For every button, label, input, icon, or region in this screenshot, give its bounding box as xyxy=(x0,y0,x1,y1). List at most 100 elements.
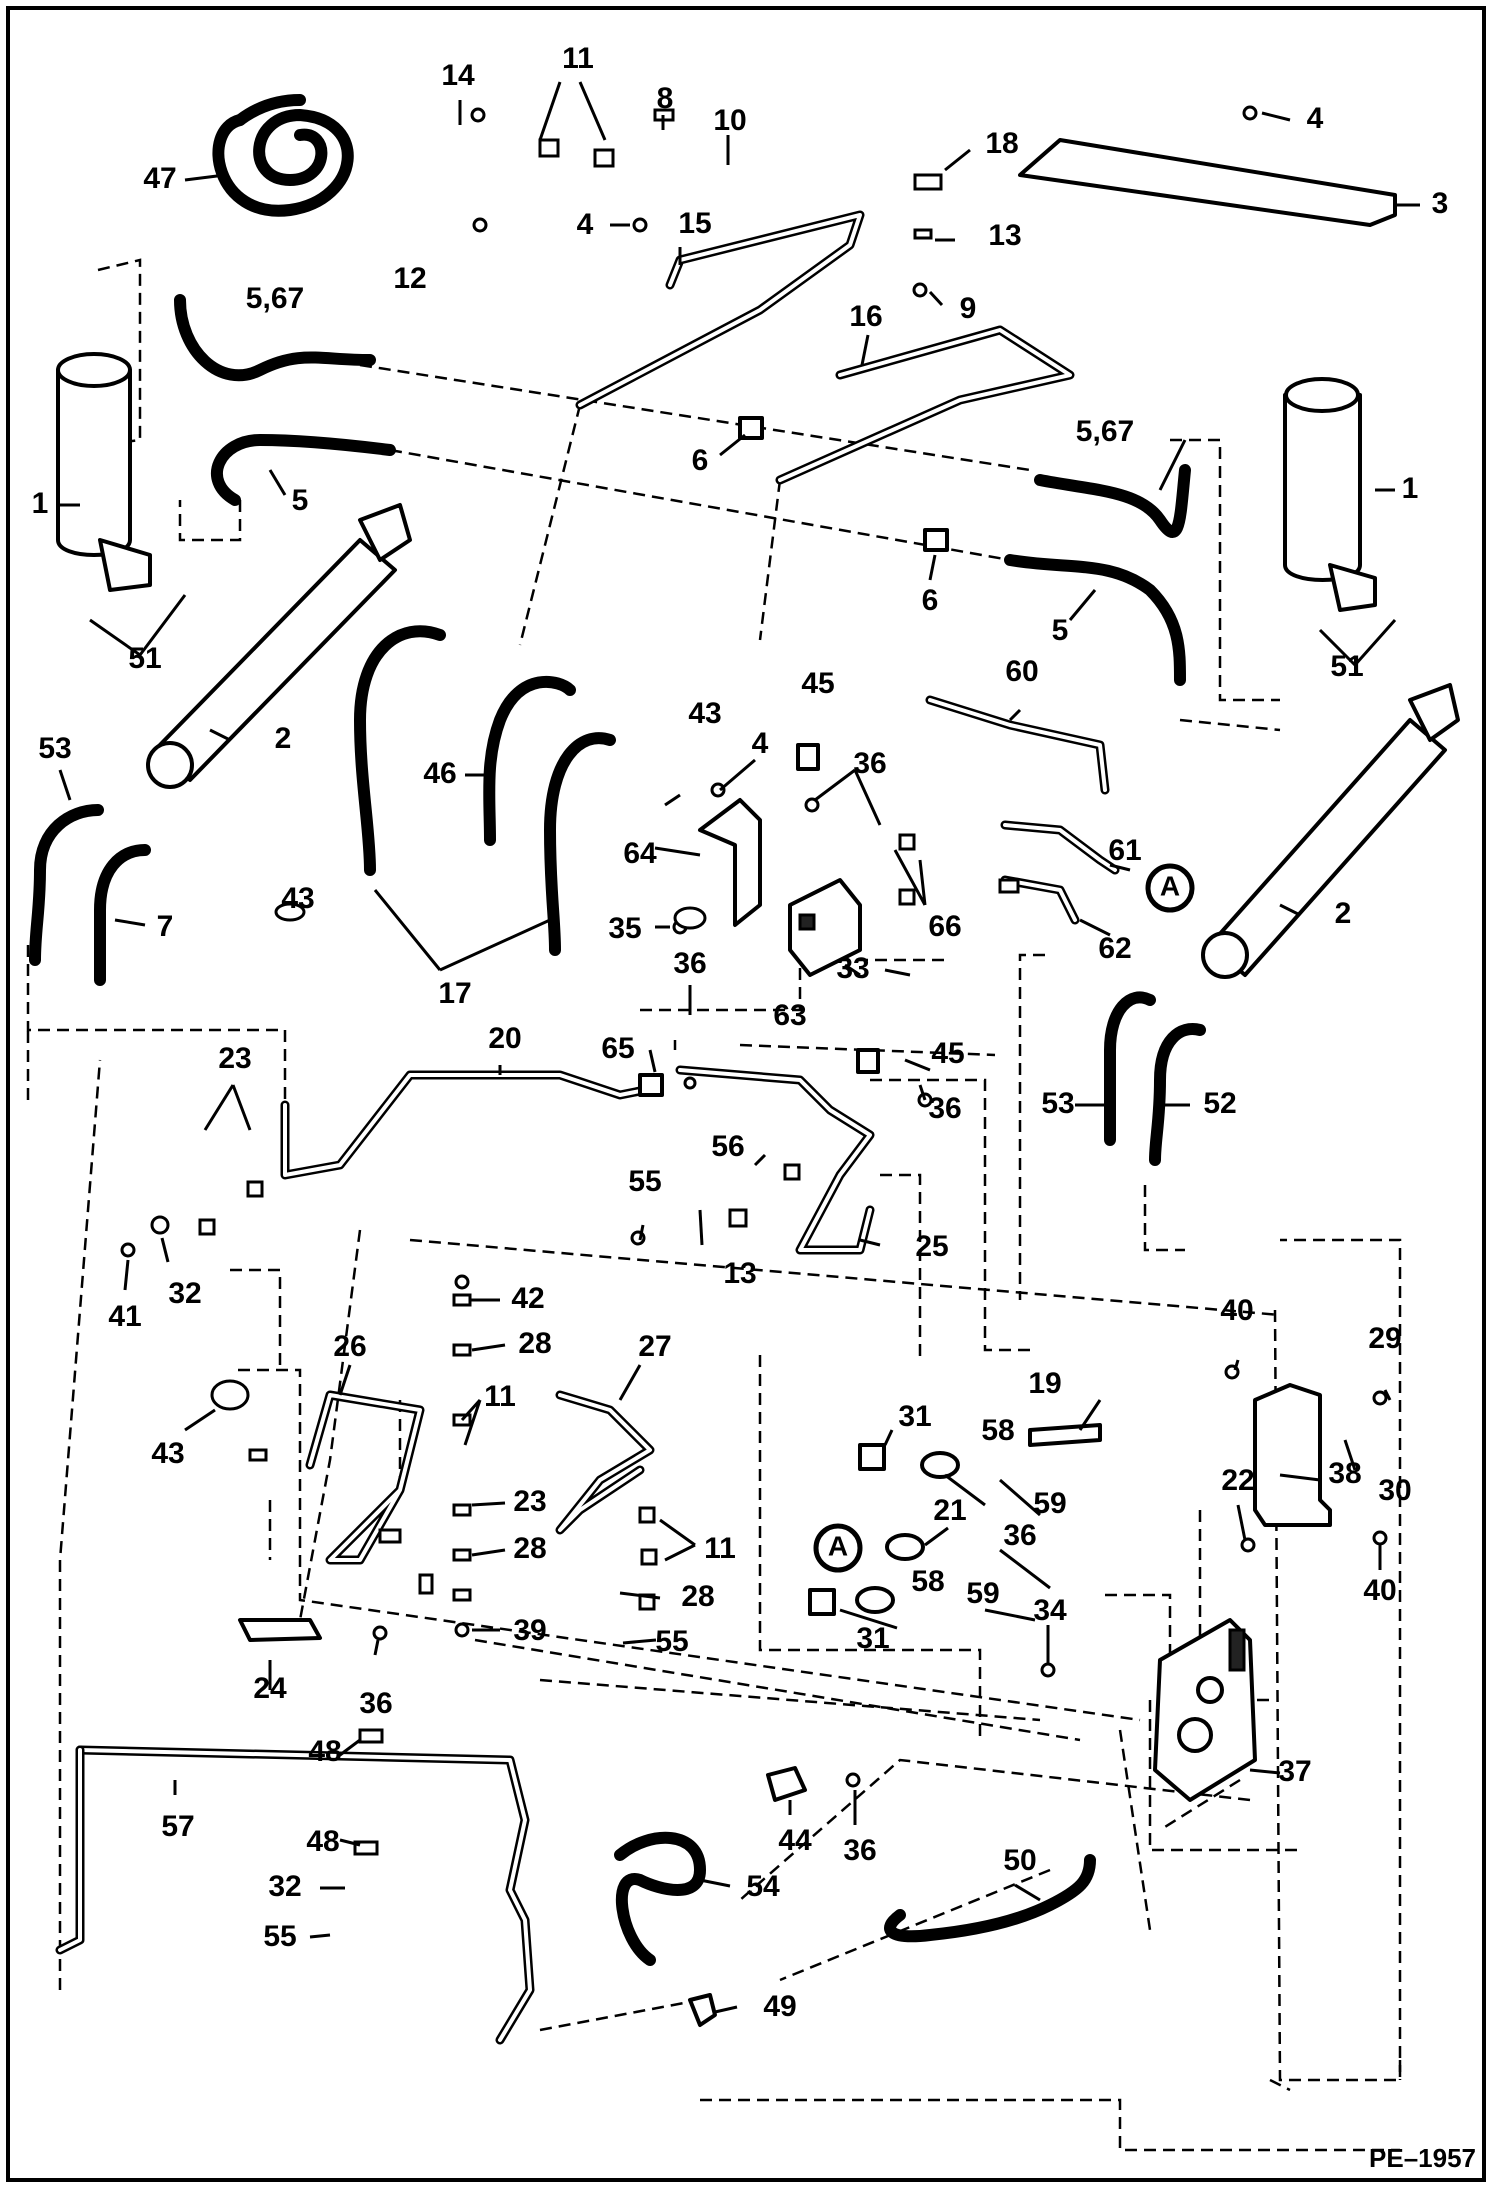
label-64: 64 xyxy=(623,837,657,870)
label-66: 66 xyxy=(928,910,961,943)
label-25: 25 xyxy=(915,1230,948,1263)
label-5-67-right: 5,67 xyxy=(1076,415,1134,448)
label-6-upper: 6 xyxy=(692,444,709,477)
label-45-top: 45 xyxy=(801,667,834,700)
tube-25 xyxy=(675,1065,875,1255)
callout-circle-a-top xyxy=(1145,863,1195,913)
label-6-lower: 6 xyxy=(922,584,939,617)
hose-5-right xyxy=(1004,554,1186,686)
cylinder-2-right xyxy=(1201,683,1460,979)
tee-6-upper xyxy=(738,416,764,440)
label-40-bottom: 40 xyxy=(1363,1574,1396,1607)
fitting-44 xyxy=(766,1766,807,1802)
fitting-21 xyxy=(885,1533,925,1561)
label-54: 54 xyxy=(746,1870,780,1903)
label-19: 19 xyxy=(1028,1367,1061,1400)
hose-47-coil xyxy=(212,109,354,217)
hose-5-67-right xyxy=(1034,464,1191,538)
label-23-mid: 23 xyxy=(513,1485,546,1518)
label-7: 7 xyxy=(157,910,174,943)
tubes xyxy=(55,210,1120,2045)
label-1-left: 1 xyxy=(32,487,49,520)
label-36-mid: 36 xyxy=(673,947,706,980)
label-14: 14 xyxy=(441,59,475,92)
diagram-border xyxy=(6,6,1486,2182)
label-48-mid: 48 xyxy=(306,1825,339,1858)
label-12: 12 xyxy=(393,262,426,295)
label-36-bottom: 36 xyxy=(843,1834,876,1867)
cylinder-2-left xyxy=(146,503,412,789)
tee-65 xyxy=(638,1073,664,1097)
label-27: 27 xyxy=(638,1330,671,1363)
label-60: 60 xyxy=(1005,655,1038,688)
label-32-bottom: 32 xyxy=(268,1870,301,1903)
plate-3 xyxy=(1018,138,1397,227)
label-43-top: 43 xyxy=(688,697,721,730)
label-10: 10 xyxy=(713,104,746,137)
label-4-mid: 4 xyxy=(752,727,769,760)
label-2-right: 2 xyxy=(1335,897,1352,930)
tube-57 xyxy=(75,1745,535,2045)
nut-31-top xyxy=(858,1443,886,1471)
bracket-64 xyxy=(698,798,762,927)
label-11-top: 11 xyxy=(562,42,594,75)
label-4-top: 4 xyxy=(577,208,594,241)
label-56: 56 xyxy=(711,1130,744,1163)
fitting-45-bottom xyxy=(856,1048,880,1074)
label-35: 35 xyxy=(608,912,641,945)
label-11-right: 11 xyxy=(704,1532,736,1565)
hose-17-left xyxy=(354,625,446,876)
label-43-left: 43 xyxy=(281,882,314,915)
label-37: 37 xyxy=(1278,1755,1311,1788)
fitting-45-top xyxy=(796,743,820,771)
label-62: 62 xyxy=(1098,932,1131,965)
label-17: 17 xyxy=(438,977,471,1010)
label-31-top: 31 xyxy=(898,1400,931,1433)
label-13-top: 13 xyxy=(988,219,1021,252)
fitting-24 xyxy=(238,1618,322,1642)
label-36-vr: 36 xyxy=(1003,1519,1036,1552)
label-59-bottom: 59 xyxy=(966,1577,999,1610)
label-57: 57 xyxy=(161,1810,194,1843)
bracket-38 xyxy=(1253,1383,1332,1527)
label-36-bl: 36 xyxy=(359,1687,392,1720)
label-2-left: 2 xyxy=(275,722,292,755)
label-43-bottom: 43 xyxy=(151,1437,184,1470)
label-39: 39 xyxy=(513,1614,546,1647)
hose-7 xyxy=(93,844,151,986)
label-31-bottom: 31 xyxy=(856,1622,889,1655)
hose-50 xyxy=(884,1854,1096,1943)
callout-a-bottom: A xyxy=(828,1530,848,1561)
label-18: 18 xyxy=(985,127,1018,160)
routing-lines xyxy=(26,258,1402,2152)
callout-circle-a-bottom xyxy=(813,1523,863,1573)
label-58-bottom: 58 xyxy=(911,1565,944,1598)
tube-20 xyxy=(280,1070,650,1180)
label-47: 47 xyxy=(143,162,176,195)
label-15: 15 xyxy=(678,207,711,240)
label-51-left: 51 xyxy=(128,642,161,675)
hose-5-67-left xyxy=(174,294,376,382)
hose-54 xyxy=(614,1831,706,1966)
label-28-c: 28 xyxy=(681,1580,714,1613)
label-8: 8 xyxy=(657,82,674,115)
tee-6-lower xyxy=(923,528,949,552)
label-3: 3 xyxy=(1432,187,1449,220)
fitting-58-top xyxy=(920,1451,960,1479)
label-44: 44 xyxy=(778,1824,812,1857)
label-9: 9 xyxy=(960,292,977,325)
label-24: 24 xyxy=(253,1672,287,1705)
nut-31-bottom xyxy=(808,1588,836,1616)
label-42: 42 xyxy=(511,1282,544,1315)
figure-code: PE–1957 xyxy=(1369,2143,1476,2173)
label-52: 52 xyxy=(1203,1087,1236,1120)
fitting-49 xyxy=(688,1993,717,2027)
label-28-a: 28 xyxy=(518,1327,551,1360)
hose-53-right xyxy=(1103,991,1156,1146)
label-55-mid: 55 xyxy=(655,1625,688,1658)
hose-52 xyxy=(1149,1023,1206,1166)
label-23-top: 23 xyxy=(218,1042,251,1075)
label-36-top: 36 xyxy=(853,747,886,780)
tube-27 xyxy=(555,1390,655,1535)
